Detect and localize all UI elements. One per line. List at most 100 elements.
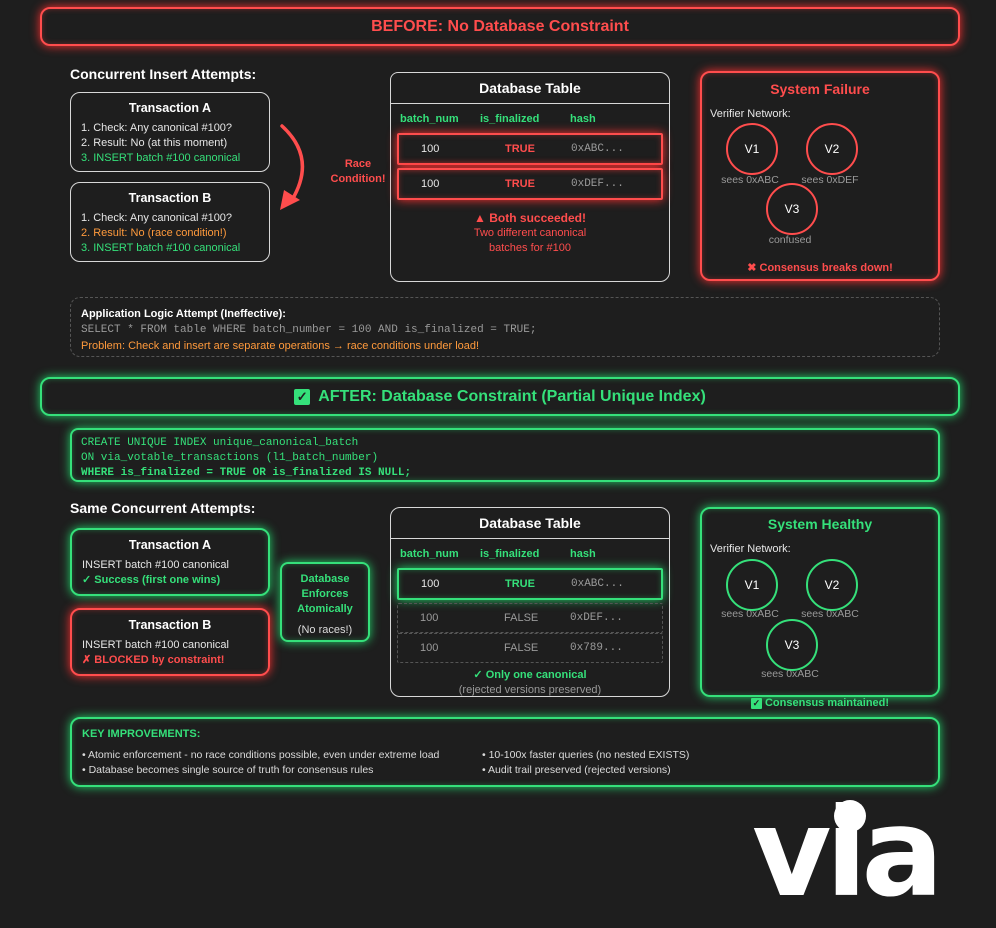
after-tx-a-line-1: INSERT batch #100 canonical — [82, 559, 229, 571]
via-logo-dot — [834, 800, 866, 832]
after-table-note-2: (rejected versions preserved) — [458, 684, 602, 696]
cell-batch: 100 — [420, 612, 439, 624]
x-icon: ✖ — [747, 262, 757, 274]
v2-label: V2 — [824, 142, 840, 156]
after-transaction-b: Transaction B INSERT batch #100 canonica… — [70, 608, 270, 676]
after-banner: ✓ AFTER: Database Constraint (Partial Un… — [40, 377, 960, 416]
before-col-hash: hash — [570, 113, 596, 125]
before-verifier-network-label: Verifier Network: — [710, 108, 791, 120]
app-logic-problem: Problem: Check and insert are separate o… — [81, 340, 480, 352]
verifier-v1-node: V1 — [726, 559, 778, 611]
sql-line-3: WHERE is_finalized = TRUE OR is_finalize… — [81, 467, 412, 479]
system-healthy-panel: System Healthy Verifier Network: V1 sees… — [700, 507, 940, 697]
system-failure-panel: System Failure Verifier Network: V1 sees… — [700, 71, 940, 281]
before-transaction-a: Transaction A 1. Check: Any canonical #1… — [70, 92, 270, 172]
before-tx-a-line-2: 2. Result: No (at this moment) — [81, 137, 228, 149]
before-tx-b-line-2: 2. Result: No (race condition!) — [81, 227, 227, 239]
healthy-footer-text: Consensus maintained! — [764, 697, 890, 709]
cell-batch: 100 — [420, 642, 439, 654]
cell-finalized: TRUE — [505, 143, 535, 155]
key-improvements-box: KEY IMPROVEMENTS: • Atomic enforcement -… — [70, 717, 940, 787]
cell-batch: 100 — [421, 578, 440, 590]
via-logo-text: via — [752, 782, 944, 924]
verifier-v1-node: V1 — [726, 123, 778, 175]
after-transaction-a: Transaction A INSERT batch #100 canonica… — [70, 528, 270, 596]
via-logo: via — [752, 792, 952, 920]
after-tx-b-title: Transaction B — [128, 618, 212, 632]
cell-hash: 0x789... — [570, 642, 623, 654]
verifier-v2-node: V2 — [806, 123, 858, 175]
before-table-note-1: Two different canonical — [473, 227, 587, 239]
after-banner-title: AFTER: Database Constraint (Partial Uniq… — [318, 387, 706, 405]
sql-line-1: CREATE UNIQUE INDEX unique_canonical_bat… — [81, 437, 359, 449]
before-transaction-b: Transaction B 1. Check: Any canonical #1… — [70, 182, 270, 262]
v1-sees-label: sees 0xABC — [721, 608, 779, 620]
after-table-row-canonical: 100 TRUE 0xABC... — [397, 568, 663, 600]
before-table-title: Database Table — [479, 80, 581, 96]
enforce-line-2: Enforces — [301, 588, 349, 600]
sql-line-2: ON via_votable_transactions (l1_batch_nu… — [81, 452, 379, 464]
app-logic-box: Application Logic Attempt (Ineffective):… — [70, 297, 940, 357]
after-tx-a-title: Transaction A — [128, 538, 212, 552]
before-tx-b-line-3: 3. INSERT batch #100 canonical — [81, 242, 241, 254]
after-database-table: Database Table batch_num is_finalized ha… — [390, 507, 670, 697]
cell-finalized: FALSE — [504, 612, 539, 624]
v2-sees-label: sees 0xABC — [801, 608, 859, 620]
improvement-item: • Audit trail preserved (rejected versio… — [482, 764, 671, 776]
system-healthy-footer: ✓ Consensus maintained! — [700, 697, 940, 709]
before-table-warning: ▲ Both succeeded! — [391, 211, 669, 226]
system-failure-title: System Failure — [770, 81, 870, 97]
warning-icon: ▲ — [474, 211, 486, 225]
app-logic-title: Application Logic Attempt (Ineffective): — [81, 308, 286, 320]
v1-label: V1 — [744, 142, 760, 156]
before-tx-a-line-3: 3. INSERT batch #100 canonical — [81, 152, 241, 164]
enforce-line-4: (No races!) — [297, 624, 353, 636]
cell-hash: 0xDEF... — [570, 612, 623, 624]
after-col-batch-num: batch_num — [400, 548, 459, 560]
before-banner: BEFORE: No Database Constraint — [40, 7, 960, 46]
after-table-note-1: ✓ Only one canonical — [473, 669, 587, 681]
cell-batch: 100 — [421, 143, 440, 155]
enforce-line-1: Database — [300, 573, 350, 585]
before-tx-b-line-1: 1. Check: Any canonical #100? — [81, 212, 233, 224]
after-concurrent-title: Same Concurrent Attempts: — [70, 500, 256, 516]
after-table-row-rejected: 100 FALSE 0x789... — [397, 633, 663, 663]
check-box-icon: ✓ — [294, 388, 311, 405]
enforce-atomically-box: Database Enforces Atomically (No races!) — [280, 562, 370, 642]
after-tx-a-line-2: ✓ Success (first one wins) — [82, 574, 221, 586]
v3-label: V3 — [784, 638, 800, 652]
app-logic-sql: SELECT * FROM table WHERE batch_number =… — [81, 324, 537, 336]
before-concurrent-title: Concurrent Insert Attempts: — [70, 66, 257, 82]
cell-hash: 0xABC... — [571, 578, 624, 590]
unique-index-sql-box: CREATE UNIQUE INDEX unique_canonical_bat… — [70, 428, 940, 482]
before-tx-a-line-1: 1. Check: Any canonical #100? — [81, 122, 233, 134]
warning-text: Both succeeded! — [489, 211, 586, 225]
before-col-is-finalized: is_finalized — [480, 113, 540, 125]
v1-label: V1 — [744, 578, 760, 592]
after-tx-b-line-2: ✗ BLOCKED by constraint! — [82, 654, 225, 666]
system-healthy-title: System Healthy — [767, 516, 873, 532]
check-box-icon: ✓ — [750, 698, 762, 709]
after-verifier-network-label: Verifier Network: — [710, 543, 791, 555]
before-tx-a-title: Transaction A — [128, 101, 212, 115]
cell-finalized: FALSE — [504, 642, 539, 654]
cell-hash: 0xDEF... — [571, 178, 624, 190]
v3-label: V3 — [784, 202, 800, 216]
v3-sees-label: sees 0xABC — [761, 668, 819, 680]
failure-footer-text: Consensus breaks down! — [759, 262, 893, 274]
before-banner-title: BEFORE: No Database Constraint — [371, 17, 629, 35]
after-table-title: Database Table — [479, 515, 581, 531]
cell-finalized: TRUE — [505, 178, 535, 190]
after-table-row-rejected: 100 FALSE 0xDEF... — [397, 603, 663, 633]
before-table-note-2: batches for #100 — [489, 242, 571, 254]
v2-sees-label: sees 0xDEF — [801, 174, 859, 186]
improvement-item: • Database becomes single source of trut… — [82, 764, 374, 776]
race-condition-label: Race Condition! — [326, 157, 390, 187]
cell-batch: 100 — [421, 178, 440, 190]
before-table-row: 100 TRUE 0xABC... — [397, 133, 663, 165]
verifier-v3-node: V3 — [766, 619, 818, 671]
cell-hash: 0xABC... — [571, 143, 624, 155]
system-failure-footer: ✖ Consensus breaks down! — [702, 261, 938, 274]
improvement-item: • Atomic enforcement - no race condition… — [82, 749, 440, 761]
improvement-item: • 10-100x faster queries (no nested EXIS… — [482, 749, 690, 761]
